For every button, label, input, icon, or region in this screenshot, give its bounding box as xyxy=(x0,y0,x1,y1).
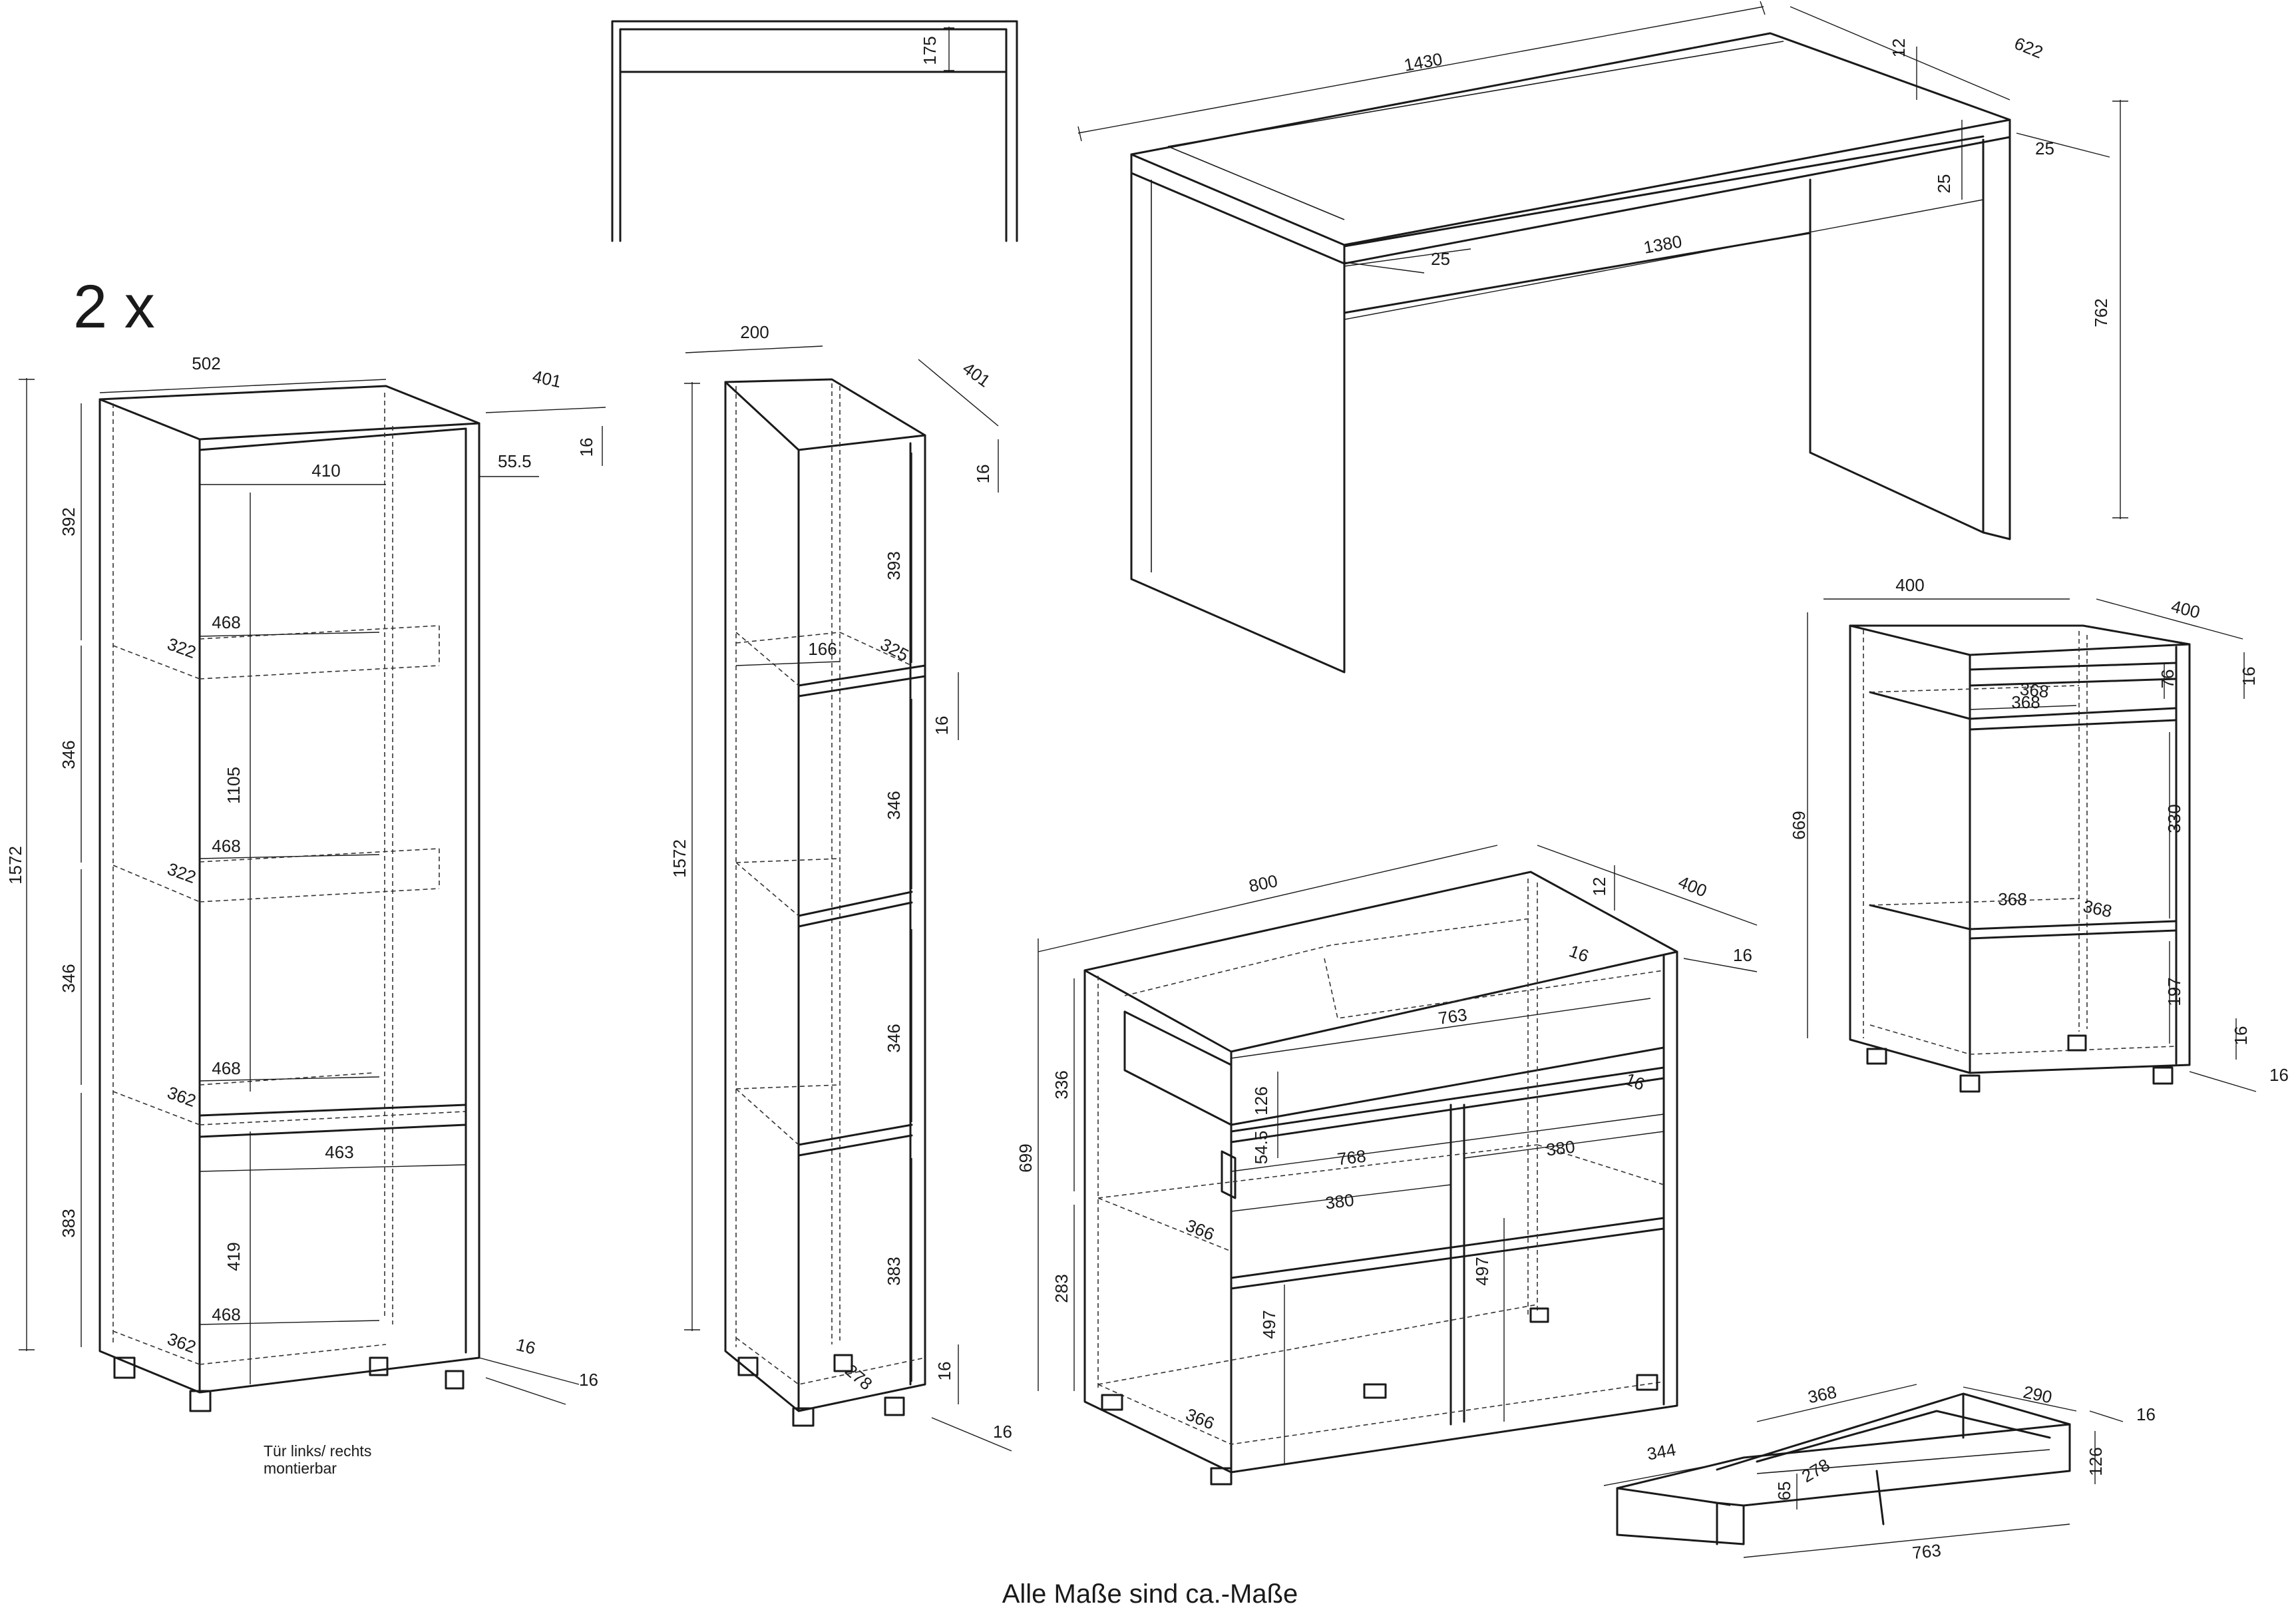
vitrine-height-label: 1572 xyxy=(5,846,25,885)
vitrine-drawing: 502 401 16 55.5 410 1572 392 346 346 383… xyxy=(5,353,606,1477)
sideboard-width-label: 800 xyxy=(1247,871,1280,896)
shelf-depth-label: 401 xyxy=(959,358,994,391)
vitrine-shelf-w-4-label: 468 xyxy=(212,1305,240,1324)
vitrine-shelf-d-2-label: 322 xyxy=(165,859,199,887)
desk-inner-label: 1380 xyxy=(1642,231,1683,258)
desk-top-label: 12 xyxy=(1889,39,1909,58)
vitrine-width-label: 502 xyxy=(192,353,220,373)
vitrine-foot-a-label: 16 xyxy=(514,1334,538,1358)
vitrine-top-thk-label: 16 xyxy=(576,438,596,457)
sideboard-drawer-h-label: 126 xyxy=(1251,1086,1271,1115)
drawer-h-label: 65 xyxy=(1774,1482,1794,1501)
drawer-drawing: 368 290 16 344 65 278 126 763 xyxy=(1603,1382,2156,1563)
vitrine-section-2-label: 346 xyxy=(59,740,79,769)
sideboard-thk-label: 16 xyxy=(1567,940,1591,966)
sideboard-drawer-front-w-label: 763 xyxy=(1437,1004,1468,1028)
desk-rail-gap-label: 25 xyxy=(1934,174,1954,194)
door-note-line-1: Tür links/ rechts xyxy=(264,1442,371,1460)
vitrine-section-4-label: 383 xyxy=(59,1209,79,1237)
desk-height-label: 762 xyxy=(2091,298,2111,327)
nightstand-section-label: 330 xyxy=(2164,804,2184,833)
shelf-section-1-label: 393 xyxy=(884,551,904,580)
desk-width-label: 1430 xyxy=(1402,49,1443,75)
sideboard-drawing: 800 400 12 16 16 763 126 54.5 16 336 699… xyxy=(1016,845,1758,1486)
vitrine-door-gap-label: 55.5 xyxy=(498,451,532,471)
sideboard-upper-label: 336 xyxy=(1052,1070,1071,1099)
shelf-width-label: 200 xyxy=(740,322,769,342)
shelf-foot-b-label: 16 xyxy=(993,1422,1012,1442)
vitrine-shelf-w-1-label: 468 xyxy=(212,612,240,632)
nightstand-shelf-d-2-label: 368 xyxy=(2082,896,2114,921)
sideboard-shelf-d-label: 366 xyxy=(1183,1215,1217,1245)
drawer-inner-label: 278 xyxy=(1798,1455,1833,1487)
drawer-depth-label: 290 xyxy=(2022,1382,2054,1407)
vitrine-shelf-w-3-label: 468 xyxy=(212,1058,240,1078)
nightstand-drawer-h-label: 76 xyxy=(2158,670,2178,689)
drawer-thk-label: 16 xyxy=(2136,1404,2156,1424)
desk-leg-label: 25 xyxy=(2035,138,2054,158)
sideboard-lower-label: 283 xyxy=(1052,1274,1071,1303)
shelf-section-3-label: 346 xyxy=(884,1024,904,1052)
desk-side-view: 175 xyxy=(611,20,1018,242)
sideboard-door-h-b-label: 497 xyxy=(1472,1257,1492,1285)
vitrine-depth-label: 401 xyxy=(531,366,564,391)
door-note-line-2: montierbar xyxy=(264,1460,337,1477)
shelf-foot-a-label: 16 xyxy=(934,1362,954,1381)
shelf-shelf-thk-label: 16 xyxy=(932,716,952,735)
vitrine-glass-h-label: 1105 xyxy=(224,767,244,804)
vitrine-shelf-d-1-label: 322 xyxy=(165,634,199,662)
shelf-foot-d-label: 278 xyxy=(841,1360,876,1394)
desk-depth-label: 622 xyxy=(2012,33,2046,63)
vitrine-section-3-label: 346 xyxy=(59,964,79,992)
vitrine-foot-b-label: 16 xyxy=(579,1370,598,1390)
desk-rail-offset-label: 25 xyxy=(1431,249,1450,269)
nightstand-height-label: 669 xyxy=(1789,811,1809,839)
nightstand-lower-label: 197 xyxy=(2164,977,2184,1006)
shelf-top-thk-label: 16 xyxy=(973,465,993,484)
nightstand-depth-label: 400 xyxy=(2169,596,2201,622)
sideboard-bottom-d-label: 366 xyxy=(1183,1404,1217,1434)
nightstand-width-label: 400 xyxy=(1895,575,1924,595)
vitrine-shelf-w-2-label: 468 xyxy=(212,836,240,856)
drawer-side-label: 344 xyxy=(1645,1440,1677,1464)
nightstand-shelf-d-1-label: 368 xyxy=(2019,679,2050,702)
sideboard-depth-label: 400 xyxy=(1676,872,1710,901)
nightstand-foot-a-label: 16 xyxy=(2231,1026,2251,1046)
vitrine-drawer-w-label: 463 xyxy=(325,1142,353,1162)
shelf-section-4-label: 383 xyxy=(884,1257,904,1285)
drawer-length-label: 763 xyxy=(1911,1540,1942,1563)
desk-side-height-label: 175 xyxy=(920,36,940,65)
sideboard-top-label: 12 xyxy=(1589,877,1609,897)
sideboard-gap-label: 54.5 xyxy=(1251,1131,1271,1165)
quantity-label: 2 x xyxy=(73,273,155,341)
nightstand-shelf-w-1-label: 368 xyxy=(2011,692,2040,712)
sideboard-inner-w-label: 768 xyxy=(1336,1146,1368,1169)
nightstand-shelf-w-2-label: 368 xyxy=(1998,889,2026,909)
sideboard-half-b-label: 380 xyxy=(1545,1137,1577,1160)
nightstand-drawing: 400 400 16 76 669 368 368 368 368 330 19… xyxy=(1789,575,2289,1093)
desk-drawing: 1430 622 12 25 25 25 1380 762 xyxy=(1077,1,2128,674)
nightstand-foot-b-label: 16 xyxy=(2269,1065,2289,1085)
shelf-shelf-w-label: 166 xyxy=(808,639,837,659)
vitrine-drawer-h-label: 419 xyxy=(224,1242,244,1271)
sideboard-half-a-label: 380 xyxy=(1324,1190,1356,1213)
shelf-drawing: 200 401 16 1572 393 346 346 383 166 325 … xyxy=(670,322,1012,1452)
shelf-height-label: 1572 xyxy=(670,839,689,878)
shelf-section-2-label: 346 xyxy=(884,791,904,819)
vitrine-inner-width-label: 410 xyxy=(311,461,340,481)
sideboard-door-h-a-label: 497 xyxy=(1259,1310,1279,1338)
nightstand-top-thk-label: 16 xyxy=(2239,667,2259,686)
vitrine-section-1-label: 392 xyxy=(59,507,79,536)
footer-note: Alle Maße sind ca.-Maße xyxy=(1002,1579,1298,1609)
sideboard-top-thk-label: 16 xyxy=(1733,945,1752,965)
vitrine-shelf-d-4-label: 362 xyxy=(165,1328,199,1357)
vitrine-shelf-d-3-label: 362 xyxy=(165,1082,199,1111)
sideboard-height-label: 699 xyxy=(1016,1143,1036,1172)
shelf-shelf-d-label: 325 xyxy=(877,634,912,666)
drawer-height-label: 126 xyxy=(2086,1447,2106,1476)
